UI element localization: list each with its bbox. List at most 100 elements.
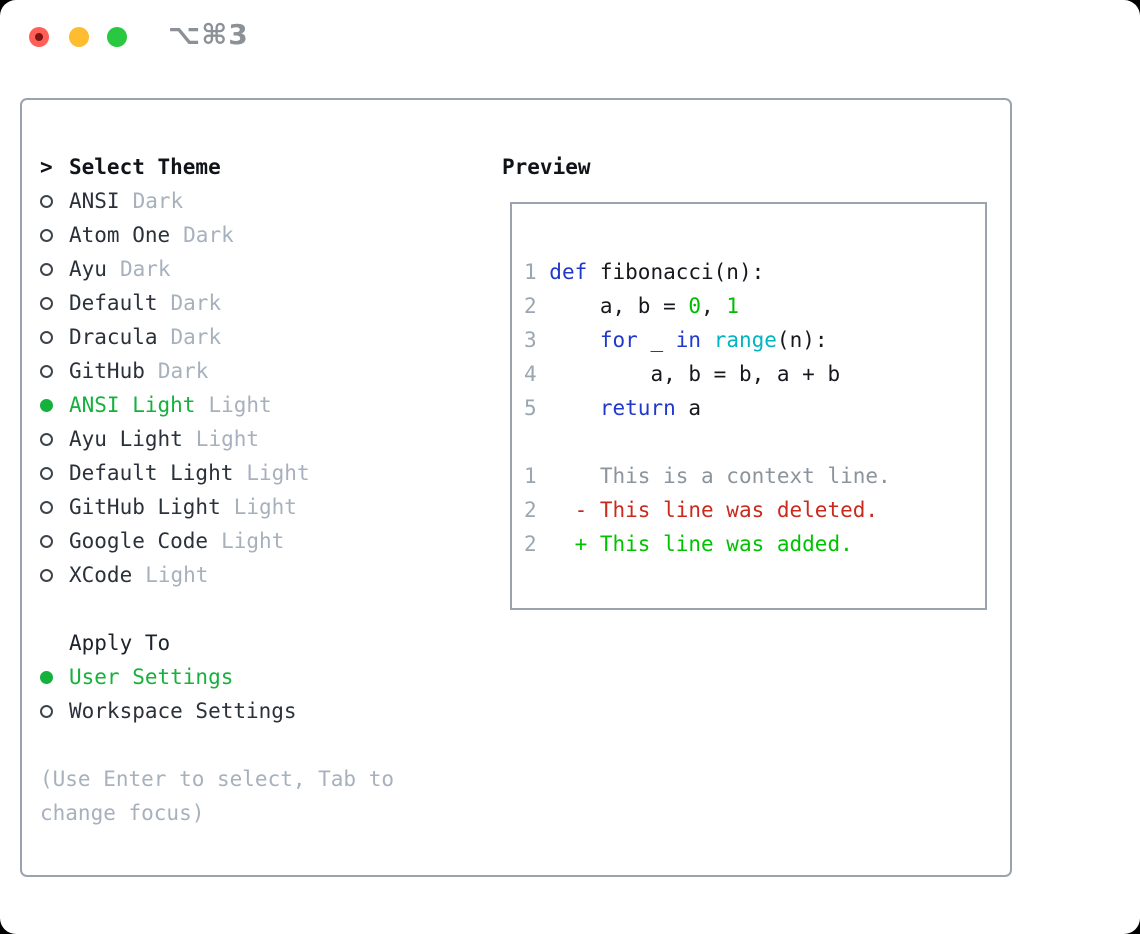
token-builtin: range <box>713 328 777 352</box>
code-line: 1 def fibonacci(n): <box>524 255 891 289</box>
token-number: 1 <box>726 294 739 318</box>
token-plain: , <box>701 294 727 318</box>
radio-selected-icon <box>40 670 53 684</box>
line-number: 1 <box>524 464 550 488</box>
theme-name: Ayu Light <box>69 427 183 451</box>
theme-variant: Dark <box>157 359 209 383</box>
line-number: 3 <box>524 328 550 352</box>
theme-option-github-light[interactable]: GitHub Light Light <box>40 490 480 524</box>
token-keyword: def <box>549 260 588 284</box>
code-line: 3 for _ in range(n): <box>524 323 891 357</box>
radio-icon <box>40 568 53 582</box>
token-plain <box>549 396 600 420</box>
maximize-button[interactable] <box>107 27 127 47</box>
theme-variant: Light <box>195 427 260 451</box>
theme-variant: Light <box>221 529 285 553</box>
radio-icon <box>40 704 53 718</box>
close-button[interactable] <box>29 27 49 47</box>
line-number: 2 <box>524 532 550 556</box>
apply-option-label: User Settings <box>69 665 234 689</box>
token-plain <box>549 328 600 352</box>
select-theme-heading: > Select Theme <box>40 150 480 184</box>
theme-option-ayu-light[interactable]: Ayu Light Light <box>40 422 480 456</box>
theme-option-google-code[interactable]: Google Code Light <box>40 524 480 558</box>
theme-option-github[interactable]: GitHub Dark <box>40 354 480 388</box>
apply-option-label: Workspace Settings <box>69 699 297 723</box>
radio-icon <box>40 228 53 242</box>
apply-option-workspace-settings[interactable]: Workspace Settings <box>40 694 480 728</box>
radio-icon <box>40 194 53 208</box>
radio-icon <box>40 364 53 378</box>
theme-name: Default Light <box>69 461 234 485</box>
theme-option-ansi-light[interactable]: ANSI Light Light <box>40 388 480 422</box>
token-deleted: - This line was deleted. <box>549 498 879 522</box>
radio-icon <box>40 500 53 514</box>
theme-name: Google Code <box>69 529 209 553</box>
token-keyword: for <box>599 328 638 352</box>
line-number: 2 <box>524 294 550 318</box>
diff-line: 2 - This line was deleted. <box>524 493 891 527</box>
token-number: 0 <box>688 294 702 318</box>
diff-line: 1 This is a context line. <box>524 459 891 493</box>
token-keyword: return <box>599 396 676 420</box>
radio-icon <box>40 330 53 344</box>
token-plain: a, b = <box>549 294 689 318</box>
minimize-button[interactable] <box>69 27 89 47</box>
theme-name: Dracula <box>69 325 158 349</box>
theme-variant: Light <box>246 461 310 485</box>
radio-icon <box>40 262 53 276</box>
theme-name: ANSI <box>69 189 120 213</box>
theme-option-xcode[interactable]: XCode Light <box>40 558 480 592</box>
theme-name: GitHub <box>69 359 145 383</box>
cursor-arrow-icon: > <box>40 155 53 179</box>
theme-name: Default <box>69 291 158 315</box>
theme-variant: Light <box>208 393 272 417</box>
token-plain: _ <box>637 328 676 352</box>
theme-option-dracula[interactable]: Dracula Dark <box>40 320 480 354</box>
theme-option-atom-one[interactable]: Atom One Dark <box>40 218 480 252</box>
line-number: 2 <box>524 498 550 522</box>
theme-variant: Dark <box>183 223 234 247</box>
titlebar: ⌥⌘3 <box>0 0 1140 70</box>
code-line: 2 a, b = 0, 1 <box>524 289 891 323</box>
token-plain: (n): <box>776 328 828 352</box>
theme-name: XCode <box>69 563 133 587</box>
theme-variant: Dark <box>119 257 171 281</box>
token-plain: fibonacci(n): <box>587 260 765 284</box>
diff-line: 2 + This line was added. <box>524 527 891 561</box>
close-dot-icon <box>35 33 43 41</box>
radio-selected-icon <box>40 398 53 412</box>
token-context: This is a context line. <box>549 464 891 488</box>
theme-option-default-light[interactable]: Default Light Light <box>40 456 480 490</box>
apply-to-heading-label: Apply To <box>69 631 171 655</box>
theme-variant: Dark <box>170 325 222 349</box>
spacer <box>40 592 480 626</box>
hint-text: (Use Enter to select, Tab to change focu… <box>40 767 395 825</box>
theme-name: GitHub Light <box>69 495 221 519</box>
spacer <box>40 728 480 762</box>
code-line: 5 return a <box>524 391 891 425</box>
theme-name: Atom One <box>69 223 171 247</box>
theme-variant: Light <box>233 495 297 519</box>
apply-to-heading: Apply To <box>40 626 480 660</box>
token-added: + This line was added. <box>549 532 853 556</box>
token-plain: a, b = b, a + b <box>549 362 841 386</box>
theme-name: ANSI Light <box>69 393 196 417</box>
radio-icon <box>40 534 53 548</box>
blank-line <box>524 425 891 459</box>
radio-icon <box>40 296 53 310</box>
theme-variant: Light <box>145 563 209 587</box>
code-line: 4 a, b = b, a + b <box>524 357 891 391</box>
select-theme-heading-label: Select Theme <box>69 155 221 179</box>
radio-icon <box>40 432 53 446</box>
apply-option-user-settings[interactable]: User Settings <box>40 660 480 694</box>
preview-heading: Preview <box>502 155 591 179</box>
line-number: 4 <box>524 362 550 386</box>
